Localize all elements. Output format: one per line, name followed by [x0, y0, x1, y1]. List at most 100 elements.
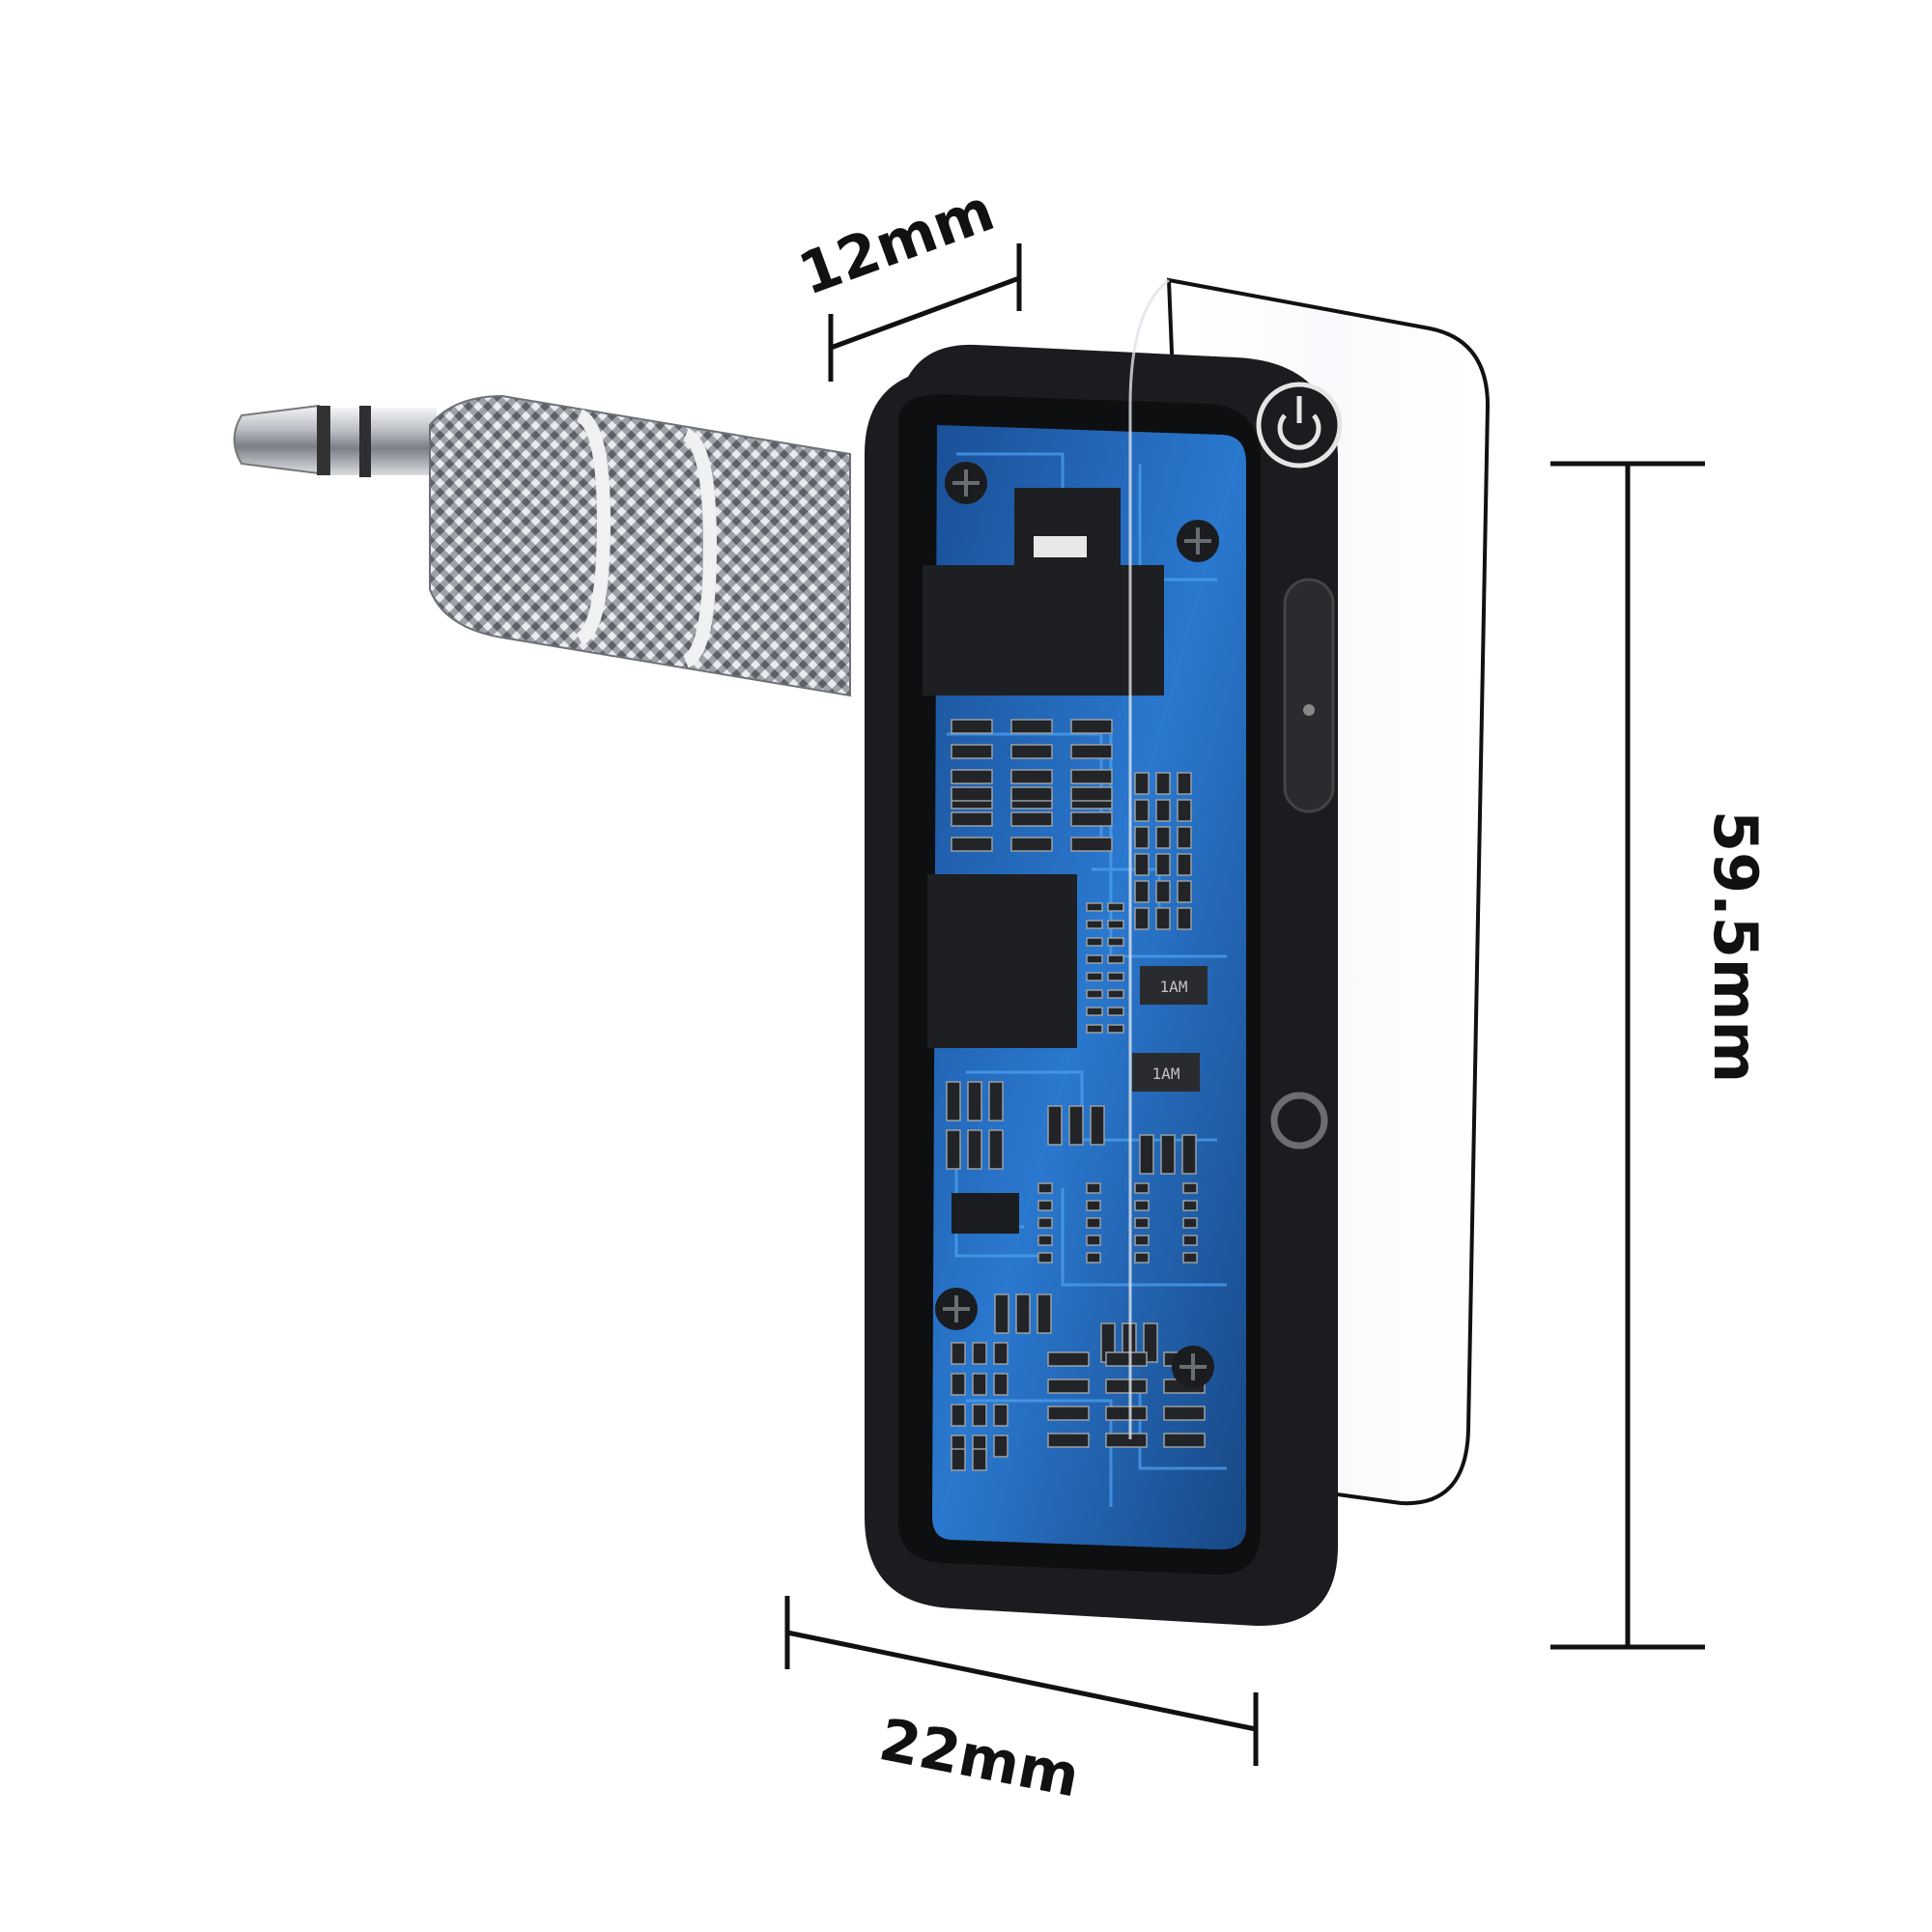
smd-component: [1070, 719, 1113, 734]
screw-icon: [945, 462, 987, 504]
smd-component: [1134, 1252, 1150, 1264]
side-rocker-switch: [1283, 578, 1335, 813]
smd-component: [1160, 1134, 1176, 1175]
smd-component: [1107, 1007, 1124, 1016]
barrel-band-2: [682, 428, 718, 668]
smd-component: [1086, 1252, 1101, 1264]
smd-component: [1070, 786, 1113, 802]
smd-component: [1181, 1134, 1197, 1175]
smd-component: [1070, 811, 1113, 827]
smd-component: [951, 786, 993, 802]
smd-component: [1090, 1105, 1105, 1146]
smd-component: [1107, 1024, 1124, 1034]
smd-component: [951, 769, 993, 784]
chip-marking-text: 1AM: [1152, 1065, 1180, 1083]
smd-component: [1107, 989, 1124, 999]
smd-component: [994, 1293, 1009, 1334]
smd-component: [988, 1129, 1004, 1170]
bluetooth-chip: [927, 874, 1077, 1048]
smd-component: [1139, 1134, 1154, 1175]
smd-component: [1107, 972, 1124, 981]
screw-icon: [1177, 520, 1219, 562]
dimension-height: [1550, 461, 1705, 1650]
chip-1am-lower: 1AM: [1132, 1053, 1200, 1092]
width-label: 22mm: [874, 1706, 1085, 1811]
smd-component: [1134, 772, 1150, 795]
smd-component: [1177, 772, 1192, 795]
smd-component: [1010, 744, 1053, 759]
smd-component: [1105, 1378, 1148, 1394]
board-components: [946, 719, 1206, 1471]
smd-component: [993, 1435, 1009, 1458]
smd-component: [1177, 907, 1192, 930]
smd-component: [1086, 954, 1103, 964]
smd-component: [951, 1404, 966, 1427]
height-label: 59.5mm: [1700, 810, 1771, 1083]
smd-component: [1047, 1406, 1090, 1421]
screw-icon: [935, 1288, 978, 1330]
circuit-board: 1AM 1AM: [923, 425, 1246, 1550]
smd-component: [1086, 1235, 1101, 1246]
plug-ring-2: [359, 406, 371, 477]
smd-component: [1182, 1200, 1198, 1211]
chip-1am-upper: 1AM: [1140, 966, 1208, 1005]
plug-shaft: [330, 408, 437, 475]
smd-component: [1155, 826, 1171, 849]
depth-label: 12mm: [790, 177, 1003, 309]
smd-component: [1047, 1378, 1090, 1394]
smd-component: [1134, 1217, 1150, 1229]
smd-component: [1086, 920, 1103, 929]
smd-component: [1047, 1105, 1063, 1146]
smd-component: [1037, 1217, 1053, 1229]
smd-component: [967, 1129, 982, 1170]
smd-component: [1047, 1351, 1090, 1367]
smd-component: [1182, 1252, 1198, 1264]
smd-component: [1155, 799, 1171, 822]
smd-component: [1163, 1406, 1206, 1421]
small-ic: [952, 1193, 1019, 1234]
smd-component: [1155, 853, 1171, 876]
smd-component: [1070, 769, 1113, 784]
smd-component: [951, 837, 993, 852]
smd-component: [1086, 989, 1103, 999]
smd-component: [951, 1342, 966, 1365]
smd-component: [1155, 880, 1171, 903]
smd-component: [972, 1404, 987, 1427]
smd-component: [1155, 907, 1171, 930]
barrel-band-1: [576, 409, 611, 646]
smd-component: [1163, 1433, 1206, 1448]
smd-component: [972, 1342, 987, 1365]
smd-component: [1134, 853, 1150, 876]
smd-component: [988, 1081, 1004, 1122]
smd-component: [1037, 1182, 1053, 1194]
smd-component: [1010, 769, 1053, 784]
smd-component: [951, 1373, 966, 1396]
power-icon: [1256, 382, 1343, 469]
smd-component: [1177, 799, 1192, 822]
smd-component: [1010, 719, 1053, 734]
audio-jack-plug: [233, 394, 851, 697]
mic-window: [1034, 536, 1087, 557]
smd-component: [1037, 1293, 1052, 1334]
smd-component: [1086, 1182, 1101, 1194]
smd-component: [1177, 880, 1192, 903]
smd-component: [1086, 1217, 1101, 1229]
smd-component: [1107, 937, 1124, 947]
smd-component: [951, 744, 993, 759]
smd-component: [1086, 902, 1103, 912]
smd-component: [993, 1404, 1009, 1427]
mic-module: [1014, 488, 1121, 575]
smd-component: [1107, 920, 1124, 929]
cover-front-edge: [1128, 278, 1170, 1439]
smd-component: [1107, 902, 1124, 912]
smd-component: [972, 1373, 987, 1396]
rocker-center-dot: [1303, 704, 1315, 716]
smd-component: [1105, 1433, 1148, 1448]
smd-component: [1134, 907, 1150, 930]
smd-component: [1086, 937, 1103, 947]
smd-component: [1010, 786, 1053, 802]
smd-component: [1134, 1200, 1150, 1211]
pcb-trace: [947, 732, 1103, 850]
smd-component: [1177, 853, 1192, 876]
smd-component: [1177, 826, 1192, 849]
